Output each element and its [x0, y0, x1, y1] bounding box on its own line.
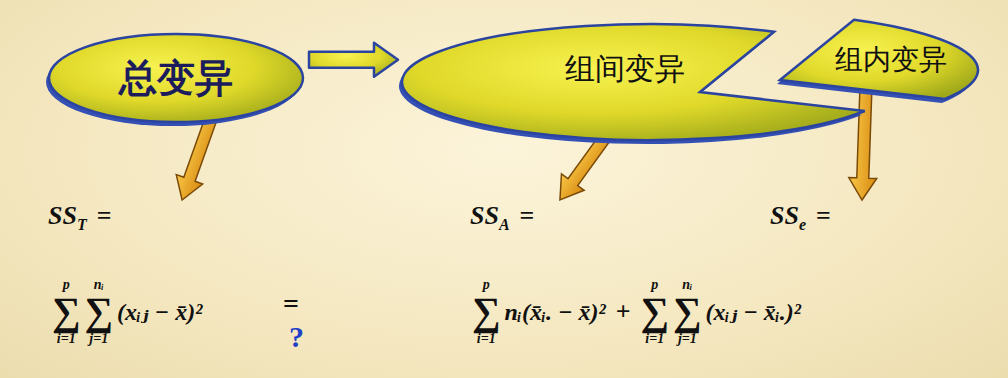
formula-row: p∑i=1nᵢ∑j=1(xᵢⱼ − x̄)²	[52, 278, 202, 346]
subscript: e	[799, 217, 806, 233]
question-mark: ?	[289, 322, 304, 352]
formula-row: SST=	[48, 203, 112, 229]
pie-wedge: 组内变异	[775, 12, 990, 112]
sum-limit: p	[651, 278, 658, 292]
node-shape	[49, 34, 303, 122]
formula-term: SS	[470, 203, 499, 229]
subscript: A	[499, 217, 510, 233]
node-label: 组间变异	[565, 54, 685, 84]
formula-row: =	[283, 290, 299, 318]
formula-term: +	[616, 299, 631, 325]
sum-limit: nᵢ	[682, 278, 692, 292]
formula-term: SS	[770, 203, 799, 229]
sum-stack: p∑i=1	[52, 278, 81, 346]
sum-stack: nᵢ∑j=1	[673, 278, 702, 346]
node-label: 总变异	[119, 59, 233, 97]
sum-sign: ∑	[641, 292, 670, 332]
formula-row: SSe=	[770, 203, 831, 229]
subscript: T	[77, 217, 87, 233]
sum-stack: p∑i=1	[641, 278, 670, 346]
formula-term: =	[520, 203, 535, 229]
formula-term: (xᵢⱼ − x̄ᵢ.)²	[706, 300, 801, 324]
sum-stack: p∑i=1	[472, 278, 501, 346]
block-arrow	[309, 43, 398, 77]
formula-term: nᵢ(x̄ᵢ. − x̄)²	[505, 300, 606, 324]
node-shape	[780, 20, 978, 99]
sum-sign: ∑	[472, 292, 501, 332]
ellipse-node: 总变异	[45, 30, 307, 126]
formula-term: =	[816, 203, 831, 229]
formula-row: p∑i=1nᵢ(x̄ᵢ. − x̄)²+p∑i=1nᵢ∑j=1(xᵢⱼ − x̄…	[472, 278, 801, 346]
sum-stack: nᵢ∑j=1	[85, 278, 114, 346]
sum-sign: ∑	[52, 292, 81, 332]
formula-term: SS	[48, 203, 77, 229]
sum-limit: i=1	[477, 332, 496, 346]
sum-limit: i=1	[57, 332, 76, 346]
node-label: 组内变异	[835, 46, 947, 74]
sum-limit: j=1	[678, 332, 697, 346]
sum-limit: p	[63, 278, 70, 292]
sum-sign: ∑	[85, 292, 114, 332]
formula-term: =	[283, 290, 299, 318]
sum-limit: i=1	[645, 332, 664, 346]
sum-limit: nᵢ	[94, 278, 104, 292]
formula-term: (xᵢⱼ − x̄)²	[117, 300, 202, 324]
sum-limit: j=1	[89, 332, 108, 346]
pointer-arrow	[848, 86, 880, 201]
formula-row: SSA=	[470, 203, 534, 229]
sum-limit: p	[483, 278, 490, 292]
pointer-arrow	[848, 86, 880, 201]
formula-row: ?	[289, 322, 304, 352]
formula-term: =	[97, 203, 112, 229]
sum-sign: ∑	[673, 292, 702, 332]
